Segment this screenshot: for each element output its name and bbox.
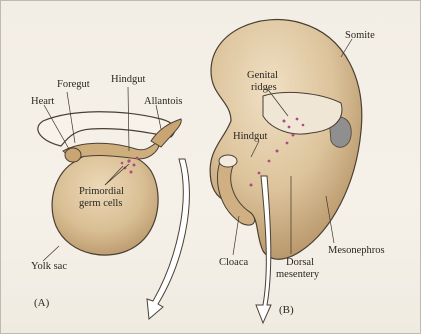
- cloaca-label: Cloaca: [219, 257, 248, 268]
- hindgut-label-b: Hindgut: [233, 131, 268, 142]
- foregut-label: Foregut: [57, 79, 90, 90]
- mesonephros-label: Mesonephros: [328, 245, 385, 256]
- yolk-sac-label: Yolk sac: [31, 261, 67, 272]
- primordial-label-line2: germ cells: [79, 198, 122, 209]
- heart-label: Heart: [31, 96, 54, 107]
- somite-label: Somite: [345, 30, 375, 41]
- dorsal-mesentery-label-line1: Dorsal: [286, 257, 314, 268]
- allantois-label: Allantois: [144, 96, 183, 107]
- genital-ridges-label-line2: ridges: [251, 82, 277, 93]
- panel-a-tag: (A): [34, 297, 50, 309]
- primordial-label-line1: Primordial: [79, 186, 124, 197]
- genital-ridges-label-line1: Genital: [247, 70, 278, 81]
- hindgut-label-a: Hindgut: [111, 74, 146, 85]
- panel-b-tag: (B): [279, 304, 294, 316]
- dorsal-mesentery-label-line2: mesentery: [276, 269, 320, 280]
- panel-a-drawing: [38, 112, 190, 319]
- heart-shape: [65, 148, 81, 162]
- cloaca-opening: [219, 155, 237, 167]
